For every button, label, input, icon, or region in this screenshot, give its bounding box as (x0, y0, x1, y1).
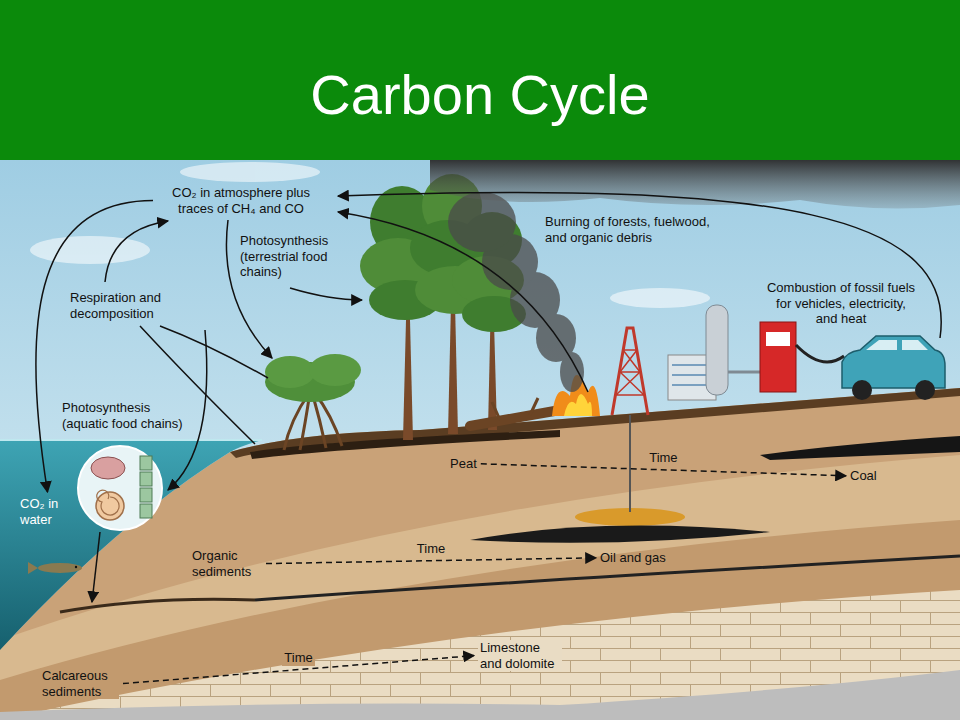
ocean-reservoir: CO₂ in water (20, 496, 75, 527)
flow-arrow (338, 192, 941, 338)
fallen-log (470, 398, 560, 426)
oil-derrick (612, 328, 648, 512)
car (852, 380, 872, 400)
fire (564, 394, 592, 416)
fallen-log (470, 410, 560, 426)
edge-label: Time (282, 650, 314, 666)
mangrove-tree (309, 354, 361, 386)
fuel-pump (760, 322, 844, 392)
fish (28, 562, 82, 574)
limestone-layer (0, 590, 960, 720)
node-text: Limestone and dolomite (480, 640, 560, 671)
plankton-inset (78, 446, 162, 530)
plankton-inset (91, 457, 125, 479)
sky-cloud (180, 162, 320, 182)
plankton-inset (140, 504, 152, 518)
node-text: CO₂ in atmosphere plus traces of CH₄ and… (157, 185, 325, 216)
plankton-inset (96, 492, 124, 520)
peat-layer-label: Peat (450, 456, 477, 472)
limestone-label: Limestone and dolomite (478, 640, 562, 671)
plankton-inset (140, 456, 152, 470)
power-plant (706, 305, 728, 395)
power-plant (728, 371, 760, 374)
flow-arrow (92, 192, 941, 602)
sky-cloud (610, 288, 710, 308)
car (842, 336, 945, 400)
flow-arrow (168, 330, 207, 490)
node-text: Oil and gas (600, 550, 666, 566)
oil-derrick (616, 350, 644, 395)
oil-derrick (629, 415, 631, 512)
node-text: Calcareous sediments (42, 668, 117, 699)
redwood-tree (360, 174, 526, 440)
fish (38, 563, 82, 573)
atmosphere-reservoir: CO₂ in atmosphere plus traces of CH₄ and… (157, 185, 325, 216)
process-label: Photosynthesis (aquatic food chains) (62, 400, 187, 431)
flow-arrow (105, 221, 168, 282)
car (866, 340, 928, 350)
flow-arrow (36, 201, 153, 492)
flow-arrow (266, 558, 596, 564)
fallen-log (492, 398, 538, 420)
process-label: Combustion of fossil fuels for vehicles,… (765, 280, 917, 327)
header-bar (0, 0, 960, 160)
edge-label: Time (415, 541, 447, 557)
edge-label: Time (647, 450, 679, 466)
sea-water (0, 440, 262, 650)
power-plant (668, 305, 760, 400)
sediment-layer (0, 520, 960, 720)
node-text: Organic sediments (192, 548, 262, 579)
flow-arrow (160, 326, 268, 378)
smoke-cloud (430, 160, 960, 209)
slide-title: Carbon Cycle (0, 64, 960, 126)
plankton-inset (140, 488, 152, 502)
bedrock-layer (0, 670, 960, 720)
car (915, 380, 935, 400)
soil-layer (0, 388, 960, 720)
plankton-inset (97, 490, 119, 515)
node-text: Peat (450, 456, 477, 472)
fuel-pump (796, 345, 844, 362)
fish (75, 566, 77, 568)
sea-surface (0, 439, 262, 441)
process-label: Photosynthesis (terrestrial food chains) (240, 233, 336, 280)
sediment-layer (0, 455, 960, 720)
node-text: CO₂ in water (20, 496, 75, 527)
fuel-pump (760, 322, 796, 392)
car (842, 336, 945, 388)
node-text: Coal (850, 468, 877, 484)
fuel-pump (766, 332, 790, 346)
flow-arrow (290, 288, 362, 300)
organic-sediment-label: Organic sediments (192, 548, 262, 579)
sky-cloud (30, 236, 150, 264)
oil-derrick (612, 328, 648, 415)
organic-seam (60, 599, 255, 612)
process-label: Burning of forests, fuelwood, and organi… (545, 214, 720, 245)
coal-seam (760, 436, 960, 460)
mangrove-tree (265, 354, 361, 450)
fish (28, 562, 38, 574)
mangrove-tree (265, 356, 315, 388)
oil-gas-deposit (470, 526, 770, 543)
plankton-inset (140, 472, 152, 486)
oil-gas-label: Oil and gas (600, 550, 666, 566)
sky (0, 160, 960, 720)
process-label: Respiration and decomposition (70, 290, 185, 321)
calcareous-sediment-label: Calcareous sediments (40, 668, 119, 699)
plankton-inset (78, 446, 162, 530)
flow-arrow (92, 532, 100, 602)
coal-layer-label: Coal (850, 468, 877, 484)
